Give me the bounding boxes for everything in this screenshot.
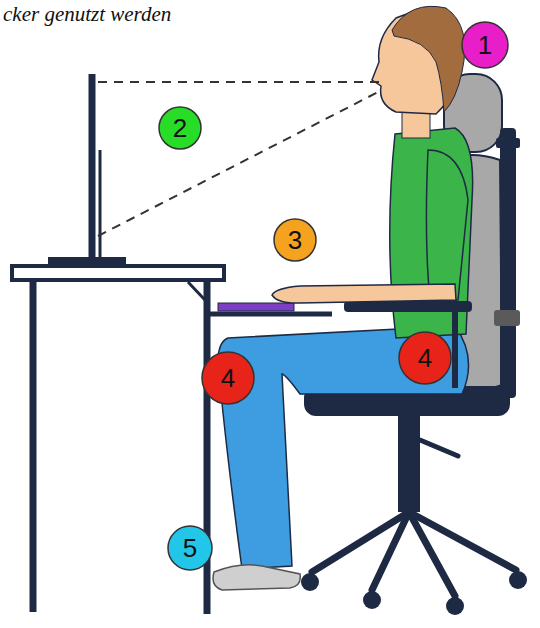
caption-fragment: cker genutzt werden xyxy=(3,3,171,26)
callout-fill xyxy=(159,107,201,149)
chair-lever xyxy=(420,440,458,456)
sight-line xyxy=(98,90,382,236)
callout-number: 3 xyxy=(288,227,302,253)
callout-circle: 4 xyxy=(398,331,452,385)
desk-leg xyxy=(30,280,37,612)
armrest-support xyxy=(452,310,458,388)
callout-fill xyxy=(202,352,254,404)
monitor-stand xyxy=(99,150,102,258)
chair-base xyxy=(312,512,516,596)
callout-circle: 4 xyxy=(201,351,255,405)
callout-fill xyxy=(168,526,212,570)
callout-number: 1 xyxy=(478,32,492,58)
chair-bolt xyxy=(496,138,520,148)
chair-bolt xyxy=(494,310,520,326)
chair-wheels xyxy=(301,571,527,615)
chair-frame xyxy=(500,128,516,398)
callout-fill xyxy=(274,219,316,261)
callout-circle: 1 xyxy=(461,21,509,69)
shoes xyxy=(213,565,300,590)
desk-top xyxy=(12,266,224,280)
callout-circle: 2 xyxy=(158,106,202,150)
keyboard xyxy=(218,303,294,311)
callout-number: 5 xyxy=(183,535,197,561)
callout-number: 2 xyxy=(173,115,187,141)
keyboard-tray xyxy=(207,312,332,317)
trousers xyxy=(218,326,469,569)
hair xyxy=(392,6,465,112)
monitor-base xyxy=(48,257,126,265)
callout-circle: 5 xyxy=(167,525,213,571)
chair-post xyxy=(398,414,420,512)
sight-line xyxy=(98,81,382,83)
callout-number: 4 xyxy=(221,365,235,391)
callout-fill xyxy=(462,22,508,68)
sleeve xyxy=(426,150,468,300)
callout-fill xyxy=(399,332,451,384)
callout-circle: 3 xyxy=(273,218,317,262)
callout-number: 4 xyxy=(418,345,432,371)
desk-bracket xyxy=(188,282,205,300)
monitor xyxy=(89,74,96,258)
forearm xyxy=(272,284,456,303)
